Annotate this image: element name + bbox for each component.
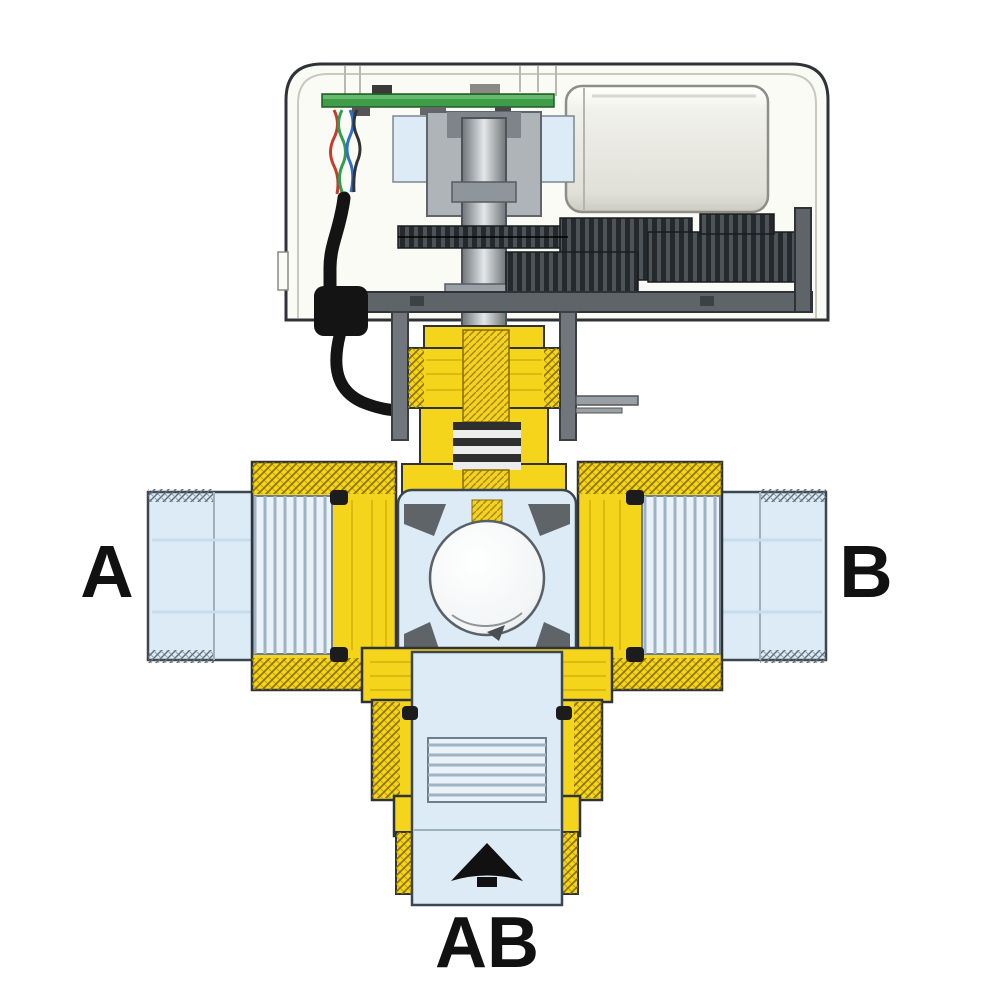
gear-train [397, 213, 799, 293]
port-ab-assembly [360, 646, 614, 907]
port-b-oring-top [626, 490, 644, 505]
gear-cluster-3 [505, 251, 639, 293]
valve-ball [428, 519, 546, 637]
base-plate [365, 207, 813, 313]
coil-left [392, 115, 428, 183]
power-cable [314, 191, 398, 416]
port-a-oring-bottom [330, 647, 348, 662]
gear-small [699, 213, 775, 235]
port-a-oring-top [330, 490, 348, 505]
gear-cluster-2 [647, 231, 799, 283]
wiring-harness [329, 109, 362, 195]
port-b-oring-bottom [626, 647, 644, 662]
flow-arrow-icon [451, 843, 523, 887]
wire-green [337, 109, 347, 193]
wire-black [352, 109, 362, 193]
housing-notch [277, 251, 289, 291]
port-a-threads [148, 489, 214, 502]
cable-grommet [314, 286, 368, 336]
mounting-bracket [391, 311, 639, 441]
terminal-tab [575, 395, 639, 406]
port-a-assembly [146, 460, 398, 692]
ball-seat-right [528, 504, 570, 536]
port-ab-oring-left [402, 706, 418, 720]
label-port-a: A [80, 530, 133, 613]
motor [564, 84, 770, 214]
valve-body-center [396, 488, 578, 668]
port-ab-oring-right [556, 706, 572, 720]
ball-seat-left [404, 504, 446, 536]
coil-right [539, 115, 575, 183]
housing-ribs [344, 66, 557, 96]
port-b-threads [760, 489, 826, 502]
label-port-b: B [839, 530, 892, 613]
circuit-board [321, 84, 555, 117]
port-b-assembly [576, 460, 828, 692]
label-port-ab: AB [435, 903, 539, 983]
